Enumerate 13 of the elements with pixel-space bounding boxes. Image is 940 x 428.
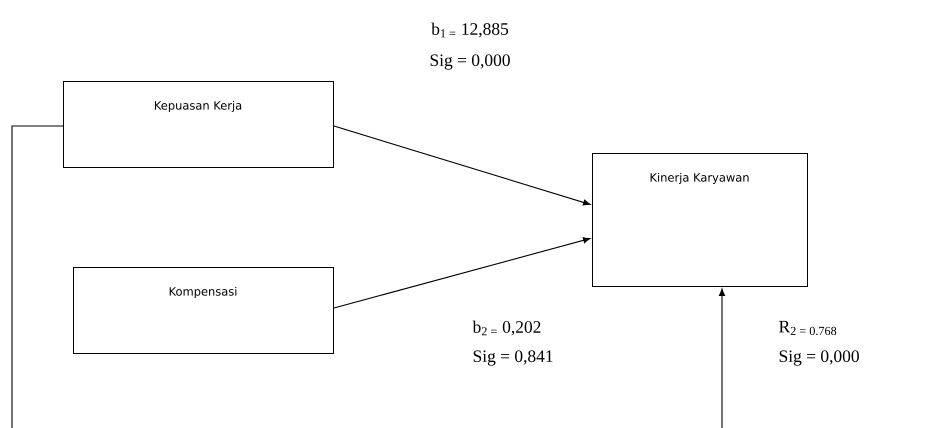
arrow <box>718 288 726 428</box>
arrow <box>334 237 590 309</box>
connector-line <box>11 125 63 428</box>
statistic-label: b$_{2 =}$ 0,202 <box>472 320 540 336</box>
process-box: Kompensasi <box>73 267 334 354</box>
statistic-label: R$_{2 = 0.768}$ <box>779 320 836 336</box>
process-box: Kepuasan Kerja <box>63 81 334 168</box>
statistic-label: Sig = 0,000 <box>430 54 510 70</box>
process-box: Kinerja Karyawan <box>592 153 808 287</box>
statistic-label: Sig = 0,841 <box>474 350 553 366</box>
statistic-label: Sig = 0,000 <box>780 350 859 366</box>
statistic-label: b$_{1 =}$ 12,885 <box>431 22 508 38</box>
arrow <box>334 125 590 206</box>
